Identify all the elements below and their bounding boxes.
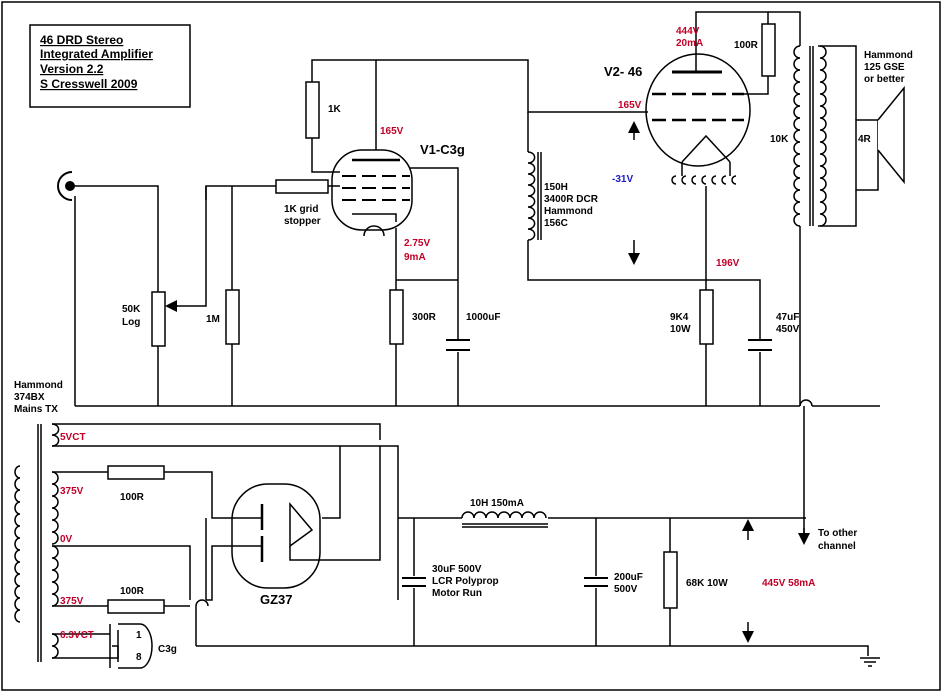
output-transformer bbox=[793, 45, 827, 227]
label-gz37: GZ37 bbox=[260, 592, 293, 607]
tube-gz37 bbox=[231, 483, 321, 589]
label-c200-2: 500V bbox=[614, 584, 638, 595]
voltage-sec-375a: 375V bbox=[60, 486, 84, 497]
label-v1: V1-C3g bbox=[420, 142, 465, 157]
resistors bbox=[107, 23, 776, 614]
tube-v2 bbox=[645, 53, 751, 185]
voltage-v1-anode: 165V bbox=[380, 126, 404, 137]
pot-50k bbox=[151, 291, 166, 347]
label-c30-3: Motor Run bbox=[432, 588, 482, 599]
voltage-sec-5v: 5VCT bbox=[60, 432, 86, 443]
label-100r-b: 100R bbox=[120, 586, 145, 597]
capacitors bbox=[402, 339, 772, 587]
wiring bbox=[52, 11, 880, 667]
label-9k4-2: 10W bbox=[670, 324, 691, 335]
title-line-1: 46 DRD Stereo bbox=[40, 33, 123, 47]
resistor-1m bbox=[225, 289, 240, 345]
resistor-68k bbox=[663, 551, 678, 609]
title-line-3: Version 2.2 bbox=[40, 62, 104, 76]
label-mains-2: 374BX bbox=[14, 392, 45, 403]
voltage-v2-anode-1: 444V bbox=[676, 26, 700, 37]
label-choke-4: 156C bbox=[544, 218, 568, 229]
label-1k: 1K bbox=[328, 104, 342, 115]
tube-v1 bbox=[331, 149, 413, 237]
voltage-sec-375b: 375V bbox=[60, 596, 84, 607]
label-c30-2: LCR Polyprop bbox=[432, 576, 499, 587]
label-ot-2: 125 GSE bbox=[864, 62, 905, 73]
input-jack bbox=[57, 171, 75, 201]
label-10k: 10K bbox=[770, 134, 789, 145]
label-ot-1: Hammond bbox=[864, 50, 913, 61]
label-mains-1: Hammond bbox=[14, 380, 63, 391]
voltage-sec-63: 6.3VCT bbox=[60, 630, 94, 641]
voltage-sec-0v: 0V bbox=[60, 534, 73, 545]
mains-transformer bbox=[14, 423, 60, 662]
label-pot-1: 50K bbox=[122, 304, 141, 315]
choke-150h bbox=[527, 151, 542, 241]
label-v2: V2- 46 bbox=[604, 64, 642, 79]
resistor-100r-b bbox=[107, 599, 165, 614]
voltage-v2-bias: -31V bbox=[612, 174, 633, 185]
label-100r-a: 100R bbox=[120, 492, 145, 503]
label-other-1: To other bbox=[818, 528, 857, 539]
label-1m: 1M bbox=[206, 314, 220, 325]
label-pin-1: 1 bbox=[136, 630, 142, 641]
label-choke-2: 3400R DCR bbox=[544, 194, 599, 205]
label-100r-top: 100R bbox=[734, 40, 759, 51]
voltage-supply: 445V 58mA bbox=[762, 578, 815, 589]
label-choke-1: 150H bbox=[544, 182, 568, 193]
voltage-v2-anode-2: 20mA bbox=[676, 38, 703, 49]
label-grid-stopper-2: stopper bbox=[284, 216, 321, 227]
voltage-v1-cathode-1: 2.75V bbox=[404, 238, 430, 249]
annotation-arrows bbox=[628, 121, 810, 643]
voltage-v1-cathode-2: 9mA bbox=[404, 252, 426, 263]
label-c3g: C3g bbox=[158, 644, 177, 655]
label-4r: 4R bbox=[858, 134, 872, 145]
choke-10h bbox=[461, 511, 548, 528]
label-1000uf: 1000uF bbox=[466, 312, 500, 323]
label-300r: 300R bbox=[412, 312, 437, 323]
title-block: 46 DRD Stereo Integrated Amplifier Versi… bbox=[29, 24, 191, 108]
label-c30-1: 30uF 500V bbox=[432, 564, 482, 575]
label-9k4-1: 9K4 bbox=[670, 312, 689, 323]
label-pin-8: 8 bbox=[136, 652, 142, 663]
title-line-2: Integrated Amplifier bbox=[40, 47, 153, 61]
resistor-100r bbox=[761, 23, 776, 77]
label-choke-3: Hammond bbox=[544, 206, 593, 217]
speaker bbox=[855, 85, 905, 191]
label-68k: 68K 10W bbox=[686, 578, 728, 589]
resistor-300r bbox=[389, 289, 404, 345]
label-mains-3: Mains TX bbox=[14, 404, 58, 415]
voltage-v2-grid: 165V bbox=[618, 100, 642, 111]
label-ot-3: or better bbox=[864, 74, 905, 85]
label-47uf-1: 47uF bbox=[776, 312, 799, 323]
label-other-2: channel bbox=[818, 541, 856, 552]
label-choke-psu: 10H 150mA bbox=[470, 498, 524, 509]
label-c200-1: 200uF bbox=[614, 572, 643, 583]
resistor-1k bbox=[305, 81, 320, 139]
resistor-9k4 bbox=[699, 289, 714, 345]
resistor-100r-a bbox=[107, 465, 165, 480]
label-47uf-2: 450V bbox=[776, 324, 800, 335]
voltage-v2-cathode: 196V bbox=[716, 258, 740, 269]
label-pot-2: Log bbox=[122, 317, 140, 328]
label-grid-stopper-1: 1K grid bbox=[284, 204, 318, 215]
labels: V1-C3g V2- 46 GZ37 1K 1K grid stopper 50… bbox=[14, 26, 913, 663]
title-line-4: S Cresswell 2009 bbox=[40, 77, 138, 91]
resistor-grid-stopper bbox=[275, 179, 329, 194]
c3g-heater-socket bbox=[109, 623, 153, 669]
